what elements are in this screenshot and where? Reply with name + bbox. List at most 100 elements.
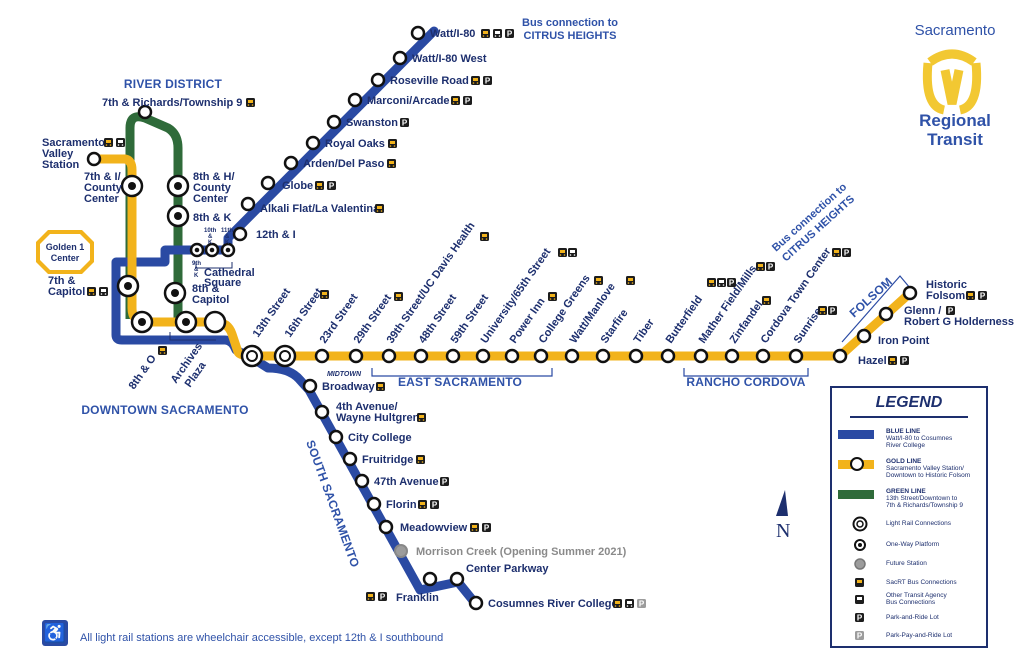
legend-blue-title: BLUE LINE — [886, 428, 921, 435]
station-broadway[interactable]: Broadway — [302, 378, 385, 394]
station-alkali-flat[interactable]: Alkali Flat/La Valentina — [240, 196, 384, 215]
bus-icon — [417, 413, 426, 422]
bus-icon — [104, 138, 113, 147]
station-watt-i80[interactable]: Watt/I-80 — [410, 25, 514, 41]
station-label-2: County — [193, 182, 232, 194]
station-label-3: Station — [42, 159, 80, 171]
bus-icon — [966, 291, 975, 300]
station-center-parkway[interactable]: Center Parkway — [449, 563, 549, 587]
station-8th-and-k[interactable]: 8th & K — [166, 204, 232, 228]
station-12th-and-i[interactable]: 12th & I — [232, 226, 296, 242]
station-city-college[interactable]: City College — [328, 429, 412, 445]
station-swanston[interactable]: Swanston — [326, 114, 409, 130]
station-watt-i80-west[interactable]: Watt/I-80 West — [392, 50, 487, 66]
future-station-icon — [854, 558, 866, 570]
park-pay-icon — [637, 599, 646, 609]
station-label: 12th & I — [256, 229, 296, 241]
legend-park-pay-label: Park-Pay-and-Ride Lot — [886, 632, 953, 639]
station-label: Florin — [386, 499, 417, 511]
station-8th-and-capitol[interactable]: 8th & Capitol — [163, 281, 229, 306]
other-bus-icon — [99, 287, 108, 296]
parking-icon — [828, 306, 837, 316]
other-bus-icon — [855, 595, 864, 604]
accessibility-note: All light rail stations are wheelchair a… — [80, 632, 444, 644]
station-label: City College — [348, 432, 412, 444]
station-11th-and-k[interactable]: 11th & K — [220, 228, 236, 258]
parking-icon — [378, 592, 387, 602]
station-royal-oaks[interactable]: Royal Oaks — [305, 135, 397, 151]
station-arden-del-paso[interactable]: Arden/Del Paso — [283, 155, 396, 171]
station-cosumnes-river-college[interactable]: Cosumnes River College — [468, 595, 646, 611]
station-glenn[interactable]: Glenn / Robert G Holderness — [878, 305, 1014, 328]
station-downtown-connection[interactable] — [203, 310, 227, 334]
brand-line2: Transit — [927, 130, 983, 149]
station-label: 7th & Richards/Township 9 — [102, 97, 242, 109]
station-franklin[interactable]: Franklin — [366, 571, 439, 604]
station-label: Royal Oaks — [325, 138, 385, 150]
golden1-label-1: Golden 1 — [46, 242, 85, 252]
station-label: Starfire — [599, 307, 631, 345]
east-sacramento-label: EAST SACRAMENTO — [398, 375, 522, 389]
station-mather-field[interactable]: Mather Field/Mills — [693, 262, 775, 364]
legend-oneway-label: One-Way Platform — [886, 541, 940, 548]
label-k: K — [225, 240, 230, 246]
station-florin[interactable]: Florin — [366, 496, 439, 512]
parking-icon — [440, 477, 449, 487]
bus-icon — [158, 346, 167, 355]
bus-icon — [613, 599, 622, 608]
bus-icon — [387, 159, 396, 168]
station-7th-and-capitol[interactable]: 7th & Capitol — [48, 274, 140, 298]
bus-icon — [87, 287, 96, 296]
bus-icon — [315, 181, 324, 190]
station-fruitridge[interactable]: Fruitridge — [342, 451, 425, 467]
bus-icon — [388, 139, 397, 148]
station-sacramento-valley[interactable]: Sacramento Valley Station — [42, 137, 125, 171]
station-10th-and-k[interactable]: 10th & K — [204, 228, 220, 258]
bus-note-north-line1: Bus connection to — [522, 17, 618, 29]
station-label-1: Historic — [926, 279, 967, 291]
legend-gold-desc-2: Downtown to Historic Folsom — [886, 472, 971, 479]
station-7th-and-i[interactable]: 7th & I/ County Center — [84, 171, 144, 205]
station-39th-street[interactable]: 39th Street/UC Davis Health — [381, 220, 489, 364]
bus-icon — [707, 278, 716, 287]
station-meadowview[interactable]: Meadowview — [378, 519, 491, 535]
station-7th-richards[interactable]: 7th & Richards/Township 9 — [102, 97, 255, 120]
station-label: 8th & O — [127, 352, 160, 391]
north-arrow-icon — [776, 490, 788, 516]
legend-park-ride-label: Park-and-Ride Lot — [886, 614, 939, 621]
sacrt-logo-icon — [922, 49, 982, 115]
station-label-1: 8th & H/ — [193, 171, 235, 183]
station-iron-point[interactable]: Iron Point — [856, 328, 930, 347]
station-label: Tiber — [632, 316, 658, 345]
station-label-2: County — [84, 182, 123, 194]
bus-icon — [246, 98, 255, 107]
station-label: Alkali Flat/La Valentina — [260, 203, 380, 215]
oneway-platform-icon — [854, 539, 866, 551]
station-label-3: Center — [84, 193, 120, 205]
station-marconi-arcade[interactable]: Marconi/Arcade — [347, 92, 472, 108]
other-bus-icon — [717, 278, 726, 287]
downtown-district-label: DOWNTOWN SACRAMENTO — [81, 403, 248, 417]
legend-sacrt-bus-label: SacRT Bus Connections — [886, 579, 957, 586]
station-morrison-creek[interactable]: Morrison Creek (Opening Summer 2021) — [394, 544, 627, 558]
station-label-2: Robert G Holderness — [904, 316, 1014, 328]
station-8th-and-h[interactable]: 8th & H/ County Center — [166, 171, 235, 205]
station-globe[interactable]: Globe — [260, 175, 336, 192]
station-label: Hazel — [858, 355, 887, 367]
label-amp: & — [208, 234, 213, 240]
station-historic-folsom[interactable]: Historic Folsom — [902, 279, 987, 302]
station-4th-avenue[interactable]: 4th Avenue/ Wayne Hultgren — [314, 401, 426, 424]
station-47th-avenue[interactable]: 47th Avenue — [354, 473, 449, 489]
station-label-2: Capitol — [48, 286, 85, 298]
bus-icon — [888, 356, 897, 365]
station-roseville-road[interactable]: Roseville Road — [370, 72, 492, 88]
station-hazel[interactable]: Hazel — [832, 348, 909, 367]
bus-icon — [548, 292, 557, 301]
parking-icon — [430, 500, 439, 510]
station-label-1: Glenn / — [904, 305, 941, 317]
station-9th-and-k[interactable]: 9th & K — [189, 242, 205, 279]
parking-icon — [463, 96, 472, 106]
cathedral-square-label-1: Cathedral — [204, 267, 255, 279]
